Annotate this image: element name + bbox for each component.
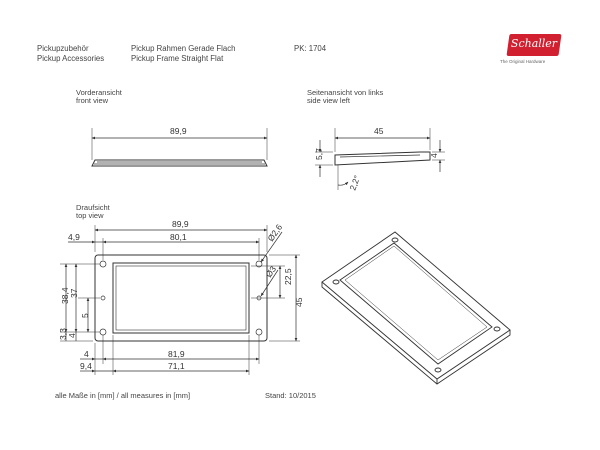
dim-top-h38: 38,4 xyxy=(60,287,70,304)
dim-top-h33: 3,3 xyxy=(58,328,68,340)
front-view-drawing xyxy=(91,128,268,167)
revision-date: Stand: 10/2015 xyxy=(265,391,316,400)
top-view-label-en: top view xyxy=(76,211,104,220)
dim-top-offset: 4,9 xyxy=(68,232,80,242)
category-de: Pickupzubehör xyxy=(37,44,89,53)
category-en: Pickup Accessories xyxy=(37,54,105,63)
dim-bottom-819: 81,9 xyxy=(168,349,185,359)
dim-front-width: 89,9 xyxy=(170,126,187,136)
product-title-en: Pickup Frame Straight Flat xyxy=(131,54,224,63)
dim-top-width: 89,9 xyxy=(172,219,189,229)
dim-side-thickness: 4 xyxy=(429,153,439,158)
dim-bottom-94: 9,4 xyxy=(80,361,92,371)
dim-top-h4: 4 xyxy=(67,333,77,338)
brand-logo-text: Schaller xyxy=(510,37,558,50)
dim-top-h5: 5 xyxy=(80,313,90,318)
isometric-view-drawing xyxy=(321,231,511,385)
part-number: PK: 1704 xyxy=(294,44,327,53)
front-view-label-en: front view xyxy=(76,96,109,105)
dim-top-inner-height: 22,5 xyxy=(283,268,293,285)
dim-top-h37: 37 xyxy=(69,288,79,298)
side-view-label-en: side view left xyxy=(307,96,350,105)
measures-note: alle Maße in [mm] / all measures in [mm] xyxy=(55,391,191,400)
brand-tagline: The Original Hardware xyxy=(500,59,546,64)
dim-top-height: 45 xyxy=(294,297,304,307)
top-view-drawing xyxy=(60,225,300,375)
dim-side-height: 5,7 xyxy=(314,148,324,160)
side-view-label-de: Seitenansicht von links xyxy=(307,88,384,97)
dim-side-angle: 2,2° xyxy=(347,174,362,192)
front-view-label-de: Vorderansicht xyxy=(76,88,122,97)
top-view-label-de: Draufsicht xyxy=(76,203,110,212)
side-view-drawing xyxy=(315,128,445,190)
dim-top-inner-width: 80,1 xyxy=(170,232,187,242)
dim-bottom-4: 4 xyxy=(84,349,89,359)
dim-bottom-711: 71,1 xyxy=(168,361,185,371)
product-title-de: Pickup Rahmen Gerade Flach xyxy=(131,44,236,53)
dim-side-length: 45 xyxy=(374,126,384,136)
